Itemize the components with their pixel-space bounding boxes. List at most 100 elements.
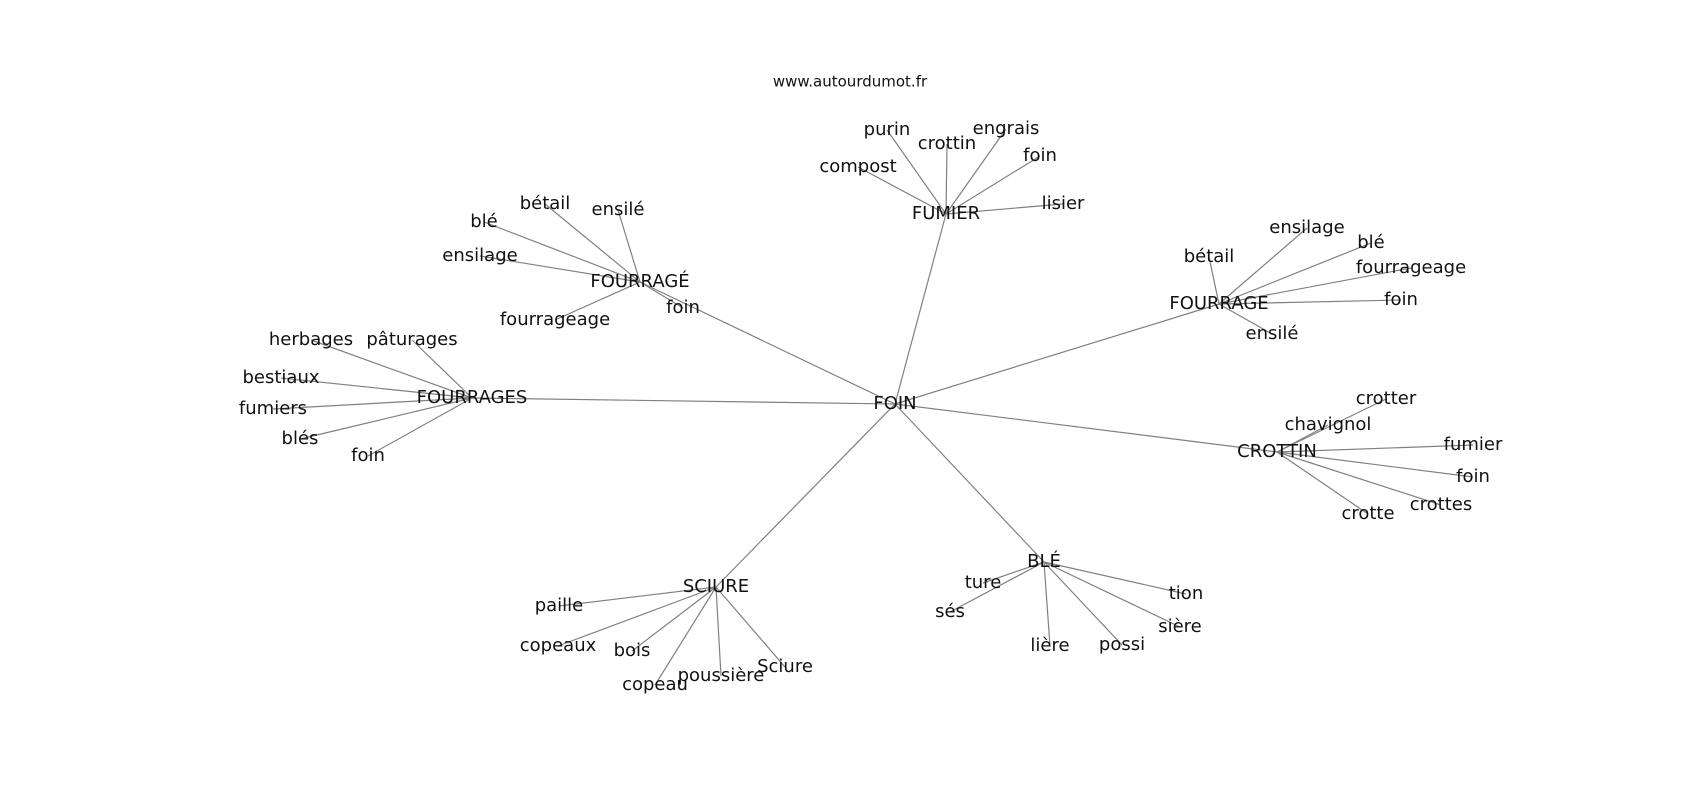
leaf-node-ble-1[interactable]: sés (935, 601, 965, 622)
edge-fumier-4 (945, 155, 1041, 215)
edge-fourrage-4 (1218, 299, 1402, 305)
leaf-node-crottin-2[interactable]: fumier (1444, 434, 1503, 455)
leaf-node-fourrages-2[interactable]: bestiaux (242, 367, 319, 388)
edges (272, 128, 1474, 686)
edge-crottin-5 (1276, 451, 1369, 515)
leaf-node-fourrage-1[interactable]: ensilage (1269, 217, 1344, 238)
leaf-node-fourrage-2[interactable]: blé (1357, 232, 1385, 253)
leaf-node-fourrage-5[interactable]: ensilé (1246, 323, 1299, 344)
edge-foin-fumier (894, 213, 947, 405)
leaf-node-fourrage-accent-0[interactable]: blé (470, 211, 498, 232)
edge-fourrage-0 (1208, 256, 1220, 305)
cluster-node-fourrages[interactable]: FOURRAGES (417, 387, 528, 408)
leaf-node-ble-3[interactable]: possi (1099, 634, 1145, 655)
edge-crottin-0 (1276, 398, 1387, 453)
leaf-node-fumier-4[interactable]: foin (1023, 145, 1057, 166)
edge-fourrage-accent-5 (639, 281, 684, 309)
leaf-node-crottin-4[interactable]: crottes (1410, 494, 1472, 515)
edge-sciure-0 (558, 586, 717, 607)
leaf-node-ble-0[interactable]: ture (965, 572, 1002, 593)
edge-fourrage-5 (1218, 303, 1273, 335)
edge-sciure-2 (631, 586, 717, 652)
leaf-node-sciure-3[interactable]: copeau (622, 674, 688, 695)
cluster-node-fourrage[interactable]: FOURRAGE (1169, 293, 1268, 314)
edge-crottin-1 (1276, 424, 1329, 453)
edge-sciure-1 (557, 586, 717, 647)
edge-fourrage-3 (1218, 267, 1412, 305)
leaf-node-fourrage-accent-1[interactable]: bétail (520, 193, 571, 214)
leaf-node-crottin-5[interactable]: crotte (1341, 503, 1394, 524)
edge-ble-2 (1043, 561, 1051, 647)
edge-foin-fourrage (894, 303, 1220, 405)
leaf-node-sciure-1[interactable]: copeaux (520, 635, 597, 656)
leaf-node-sciure-2[interactable]: bois (614, 640, 651, 661)
leaf-node-fumier-1[interactable]: purin (864, 119, 911, 140)
edge-fumier-5 (945, 203, 1064, 215)
edge-foin-crottin (894, 403, 1278, 453)
leaf-node-fourrage-accent-2[interactable]: ensilé (592, 199, 645, 220)
cluster-node-crottin[interactable]: CROTTIN (1237, 441, 1317, 462)
edge-fourrage-2 (1218, 242, 1372, 305)
leaf-node-fumier-0[interactable]: compost (819, 156, 896, 177)
edge-crottin-4 (1276, 451, 1442, 506)
edge-fourrage-accent-4 (554, 281, 641, 321)
leaf-node-fourrage-3[interactable]: fourrageage (1356, 257, 1466, 278)
leaf-node-fourrages-4[interactable]: blés (282, 428, 319, 449)
edge-fourrage-accent-0 (483, 221, 641, 283)
edge-ble-1 (949, 561, 1045, 613)
center-node-label[interactable]: FOIN (873, 393, 916, 414)
leaf-node-fourrages-0[interactable]: herbages (269, 329, 353, 350)
edge-sciure-3 (654, 586, 717, 686)
edge-sciure-5 (715, 586, 786, 668)
leaf-node-crottin-3[interactable]: foin (1456, 466, 1490, 487)
edge-fumier-1 (886, 129, 947, 215)
leaf-node-fumier-5[interactable]: lisier (1042, 193, 1085, 214)
leaf-node-fourrages-5[interactable]: foin (351, 445, 385, 466)
edge-fourrages-1 (411, 339, 473, 399)
edge-fourrage-accent-1 (544, 203, 641, 283)
edge-crottin-2 (1276, 444, 1474, 453)
edge-fourrages-4 (299, 397, 473, 440)
edge-fourrages-3 (272, 397, 473, 410)
leaf-node-fourrage-accent-5[interactable]: foin (666, 297, 700, 318)
edge-fourrages-2 (280, 377, 473, 399)
leaf-node-fourrage-accent-4[interactable]: fourrageage (500, 309, 610, 330)
leaf-node-fourrage-accent-3[interactable]: ensilage (442, 245, 517, 266)
cluster-node-fourrage-accent[interactable]: FOURRAGÉ (590, 270, 689, 292)
leaf-node-fumier-3[interactable]: engrais (973, 118, 1040, 139)
edge-ble-3 (1043, 561, 1123, 646)
edge-fumier-2 (945, 143, 948, 215)
edge-fumier-0 (857, 166, 947, 215)
edge-foin-fourrages (471, 397, 896, 405)
leaf-node-fourrages-1[interactable]: pâturages (366, 329, 457, 350)
leaf-node-ble-5[interactable]: tion (1169, 583, 1203, 604)
cluster-node-ble[interactable]: BLÉ (1027, 550, 1061, 572)
cluster-node-fumier[interactable]: FUMIER (912, 203, 980, 224)
edge-fourrage-accent-3 (479, 255, 641, 283)
edge-foin-fourrage-accent (639, 281, 896, 405)
leaf-node-sciure-5[interactable]: Sciure (757, 656, 813, 677)
leaf-node-crottin-1[interactable]: chavignol (1285, 414, 1372, 435)
leaf-node-fumier-2[interactable]: crottin (918, 133, 976, 154)
edge-sciure-4 (715, 586, 722, 677)
leaf-node-sciure-0[interactable]: paille (535, 595, 584, 616)
edge-fourrages-5 (367, 397, 473, 457)
edge-fumier-3 (945, 128, 1007, 215)
cluster-node-sciure[interactable]: SCIURE (683, 576, 749, 597)
edge-fourrage-accent-2 (617, 209, 641, 283)
labels: www.autourdumot.fr FOIN FUMIER compost puri… (239, 73, 1503, 696)
leaf-node-ble-2[interactable]: lière (1030, 635, 1069, 656)
leaf-node-fourrage-4[interactable]: foin (1384, 289, 1418, 310)
leaf-node-sciure-4[interactable]: poussière (678, 665, 765, 686)
edge-foin-ble (894, 403, 1045, 563)
edge-crottin-3 (1276, 451, 1474, 478)
edge-foin-sciure (715, 403, 896, 588)
source-watermark[interactable]: www.autourdumot.fr (773, 73, 928, 91)
edge-ble-0 (982, 561, 1045, 584)
leaf-node-ble-4[interactable]: sière (1158, 616, 1202, 637)
leaf-node-crottin-0[interactable]: crotter (1356, 388, 1417, 409)
leaf-node-fourrage-0[interactable]: bétail (1184, 246, 1235, 267)
leaf-node-fourrages-3[interactable]: fumiers (239, 398, 307, 419)
edge-ble-4 (1043, 561, 1181, 628)
